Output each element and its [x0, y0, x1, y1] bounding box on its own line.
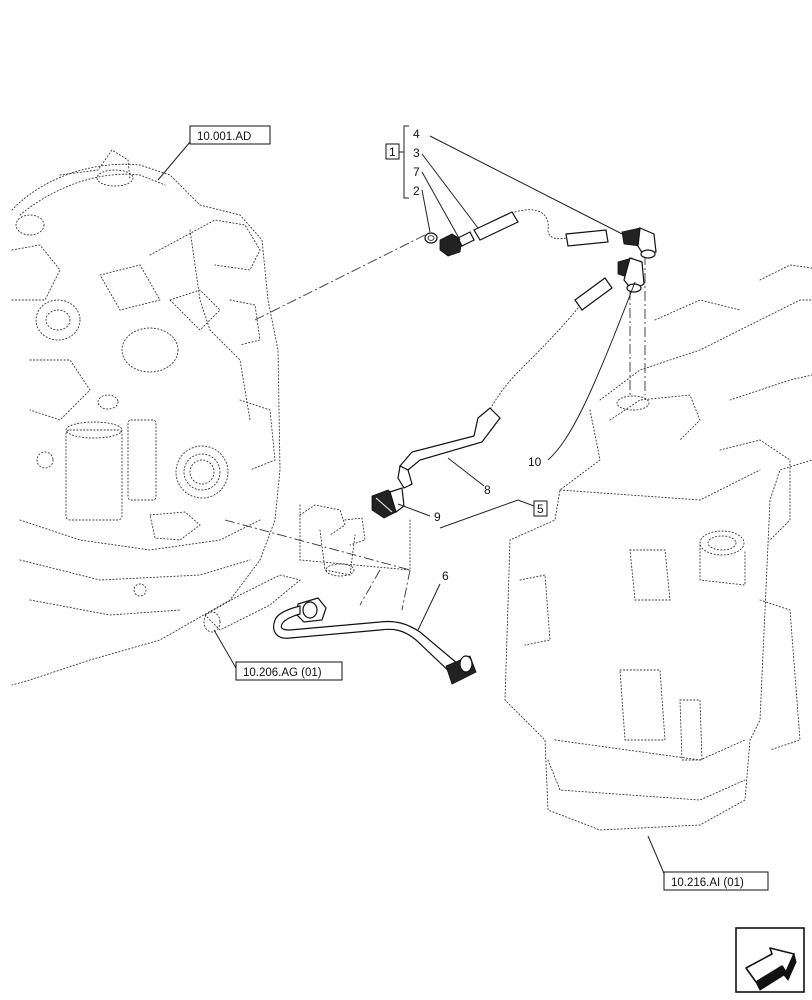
reference-box-engine[interactable]: 10.001.AD: [189, 125, 271, 145]
callout-2: 2: [413, 184, 420, 198]
reference-fuel-tank-label: 10.216.AI (01): [671, 877, 744, 889]
part-7-connector: [439, 231, 475, 257]
fuel-tank-illustration: [504, 264, 812, 831]
reference-box-fuel-tank[interactable]: 10.216.AI (01): [663, 871, 769, 891]
part-4-elbow: [621, 227, 657, 259]
alignment-lines: [224, 234, 646, 611]
callout-8: 8: [484, 483, 491, 497]
leader-lines: [157, 125, 667, 879]
callout-5-box: [533, 500, 548, 517]
callout-7: 7: [413, 165, 420, 179]
part-6-fuel-line: [273, 597, 477, 685]
callout-9: 9: [434, 510, 441, 524]
arrow-navigation-icon[interactable]: [735, 927, 805, 993]
part-3-hose: [473, 209, 609, 247]
callout-3: 3: [413, 146, 420, 160]
callout-6: 6: [442, 569, 449, 583]
reference-engine-label: 10.001.AD: [197, 131, 251, 143]
callout-labels: 4 3 7 2 1 8 9 10 5 6: [385, 127, 548, 583]
engine-illustration: [11, 149, 281, 686]
reference-fuel-filter-label: 10.206.AG (01): [243, 667, 322, 679]
callout-4: 4: [413, 127, 420, 141]
part-2-o-ring: [424, 232, 438, 244]
callout-5: 5: [537, 502, 544, 516]
callout-1-box: [385, 143, 400, 160]
reference-box-fuel-filter[interactable]: 10.206.AG (01): [235, 661, 343, 681]
part-9-connector: [371, 487, 405, 519]
callout-10: 10: [528, 455, 542, 469]
fuel-filter-illustration: [203, 504, 411, 633]
part-8-hose: [397, 277, 613, 489]
callout-1: 1: [389, 145, 396, 159]
part-10-elbow: [617, 257, 645, 293]
